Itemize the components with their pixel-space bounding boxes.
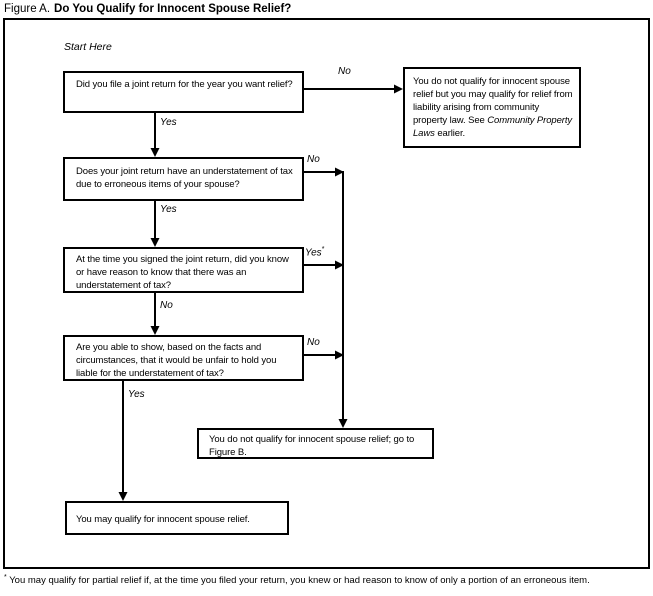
edge-label-q1-no: No: [338, 66, 351, 77]
figure-border: [3, 18, 650, 569]
page-title: Figure A.Do You Qualify for Innocent Spo…: [4, 3, 291, 15]
node-not-qualify-outcome: You do not qualify for innocent spouse r…: [197, 428, 434, 459]
footnote: * You may qualify for partial relief if,…: [4, 574, 644, 586]
node-q4-unfair-to-hold: Are you able to show, based on the facts…: [63, 335, 304, 381]
node-q3-reason-to-know: At the time you signed the joint return,…: [63, 247, 304, 293]
footnote-marker-icon: *: [321, 246, 325, 253]
edge-label-q3-yes-text: Yes: [305, 247, 322, 259]
figure-label: Figure A.: [4, 3, 51, 15]
node-q2-text: Does your joint return have an understat…: [76, 166, 293, 190]
node-q1-joint-return: Did you file a joint return for the year…: [63, 71, 304, 113]
node-q3-text: At the time you signed the joint return,…: [76, 254, 289, 291]
node-not-qualify-text: You do not qualify for innocent spouse r…: [209, 434, 415, 458]
edge-label-q2-no: No: [307, 154, 320, 165]
node-q4-text: Are you able to show, based on the facts…: [76, 342, 277, 379]
node-may-qualify-text: You may qualify for innocent spouse reli…: [76, 514, 250, 525]
figure-title-text: Do You Qualify for Innocent Spouse Relie…: [54, 3, 292, 15]
edge-label-q3-no: No: [160, 300, 173, 311]
start-here-label: Start Here: [64, 41, 112, 53]
edge-label-q3-yes: Yes*: [305, 246, 324, 258]
footnote-text: You may qualify for partial relief if, a…: [9, 575, 590, 587]
node-community-reference: Community Property Laws: [413, 115, 573, 139]
footnote-marker: *: [4, 574, 7, 581]
edge-label-q1-yes: Yes: [160, 117, 177, 128]
node-community-text: You do not qualify for innocent spouse r…: [413, 76, 573, 126]
node-community-text-after: earlier.: [434, 128, 466, 139]
node-q2-understatement: Does your joint return have an understat…: [63, 157, 304, 201]
edge-label-q4-no: No: [307, 337, 320, 348]
edge-label-q4-yes: Yes: [128, 389, 145, 400]
node-community-property-outcome: You do not qualify for innocent spouse r…: [403, 67, 581, 148]
edge-label-q2-yes: Yes: [160, 204, 177, 215]
node-q1-text: Did you file a joint return for the year…: [76, 79, 293, 90]
node-may-qualify-outcome: You may qualify for innocent spouse reli…: [65, 501, 289, 535]
